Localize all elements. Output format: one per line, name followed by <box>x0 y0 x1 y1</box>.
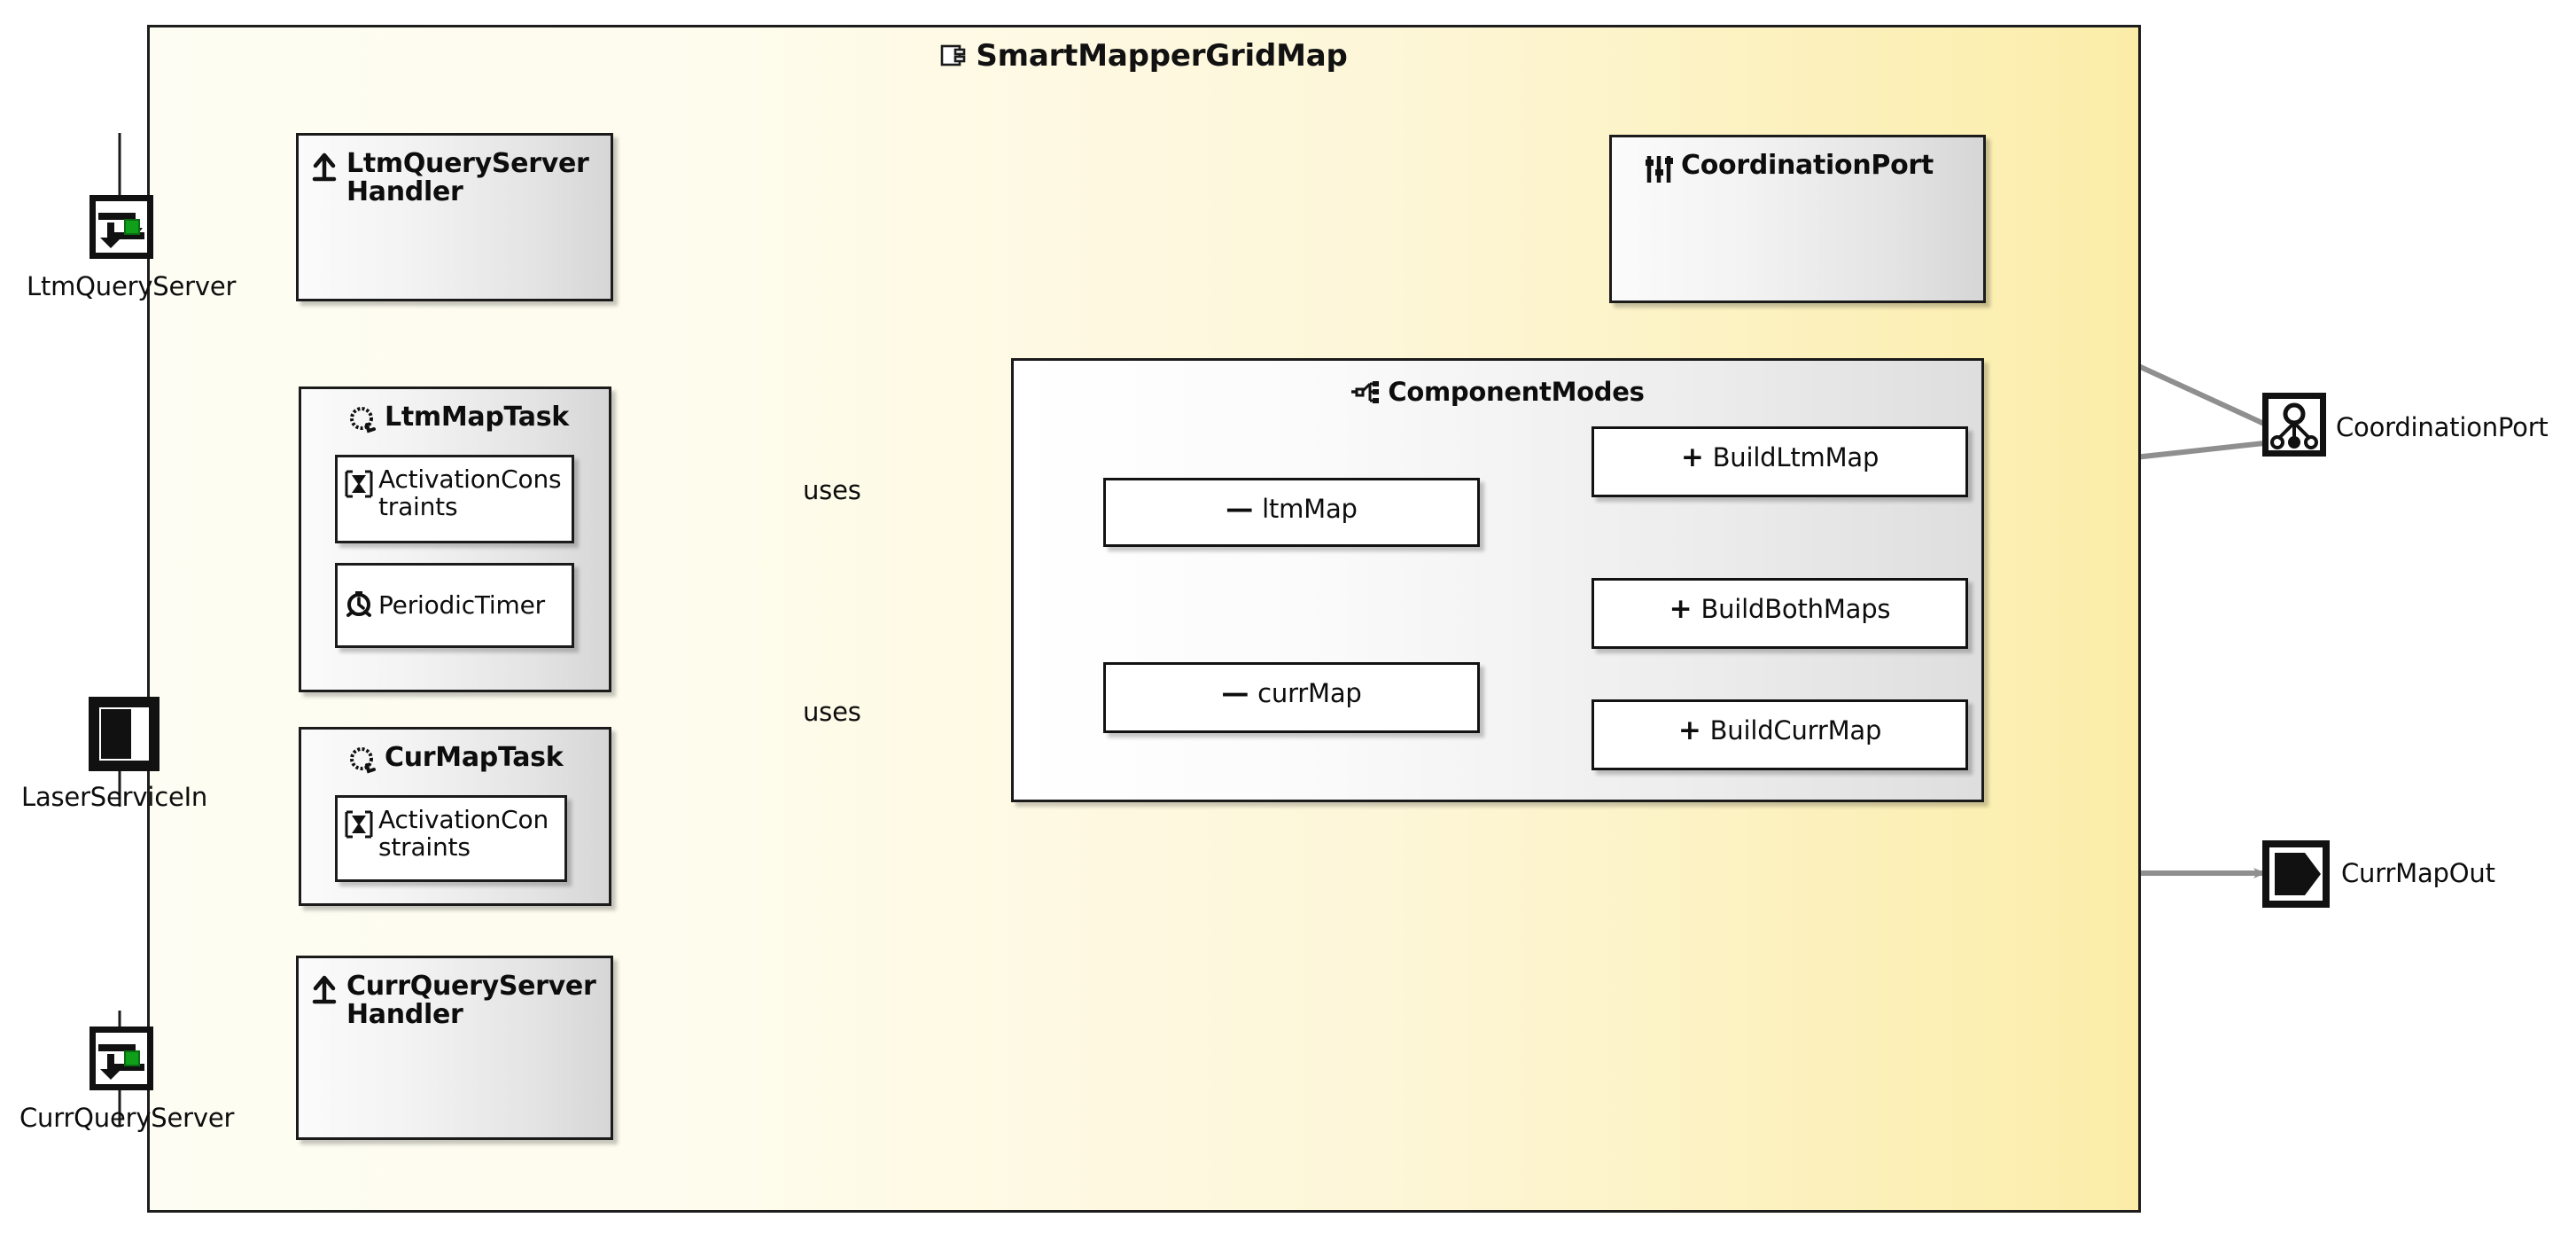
node-curr-query-server-handler[interactable]: CurrQueryServerHandler <box>296 956 613 1140</box>
mode-attribute-label: ltmMap <box>1262 494 1358 524</box>
node-label: LtmMapTask <box>385 402 569 433</box>
visibility-marker: + <box>1669 593 1693 625</box>
handler-arrow-icon <box>309 152 339 191</box>
port-laser-service-in[interactable] <box>89 697 160 771</box>
node-label: CoordinationPort <box>1681 150 1934 181</box>
port-label-ltm-query-server: LtmQueryServer <box>27 271 237 301</box>
member-activation-constraints[interactable]: ActivationConstraints <box>335 455 574 543</box>
node-ltm-map-task[interactable]: LtmMapTask ActivationConstraints Per <box>299 386 611 692</box>
component-modes-title: ComponentModes <box>1014 377 1981 410</box>
mode-operation-label: BuildBothMaps <box>1700 594 1891 624</box>
port-ltm-query-server[interactable] <box>89 194 154 260</box>
member-periodic-timer[interactable]: PeriodicTimer <box>335 563 574 648</box>
visibility-marker: + <box>1677 714 1701 746</box>
task-cycle-icon <box>347 745 377 779</box>
member-label: ActivationConstraints <box>378 464 562 521</box>
visibility-marker: — <box>1226 493 1254 525</box>
node-ltm-query-server-handler[interactable]: LtmQueryServerHandler <box>296 133 613 301</box>
state-tree-icon <box>1350 379 1381 410</box>
mode-operation-buildcurrmap[interactable]: + BuildCurrMap <box>1592 699 1968 770</box>
port-label-coordination-port: CoordinationPort <box>2336 412 2549 442</box>
edge-label-uses-curr: uses <box>803 697 861 727</box>
member-activation-constraints[interactable]: ActivationConstraints <box>335 795 567 882</box>
visibility-marker: + <box>1680 441 1704 473</box>
port-curr-map-out[interactable] <box>2262 840 2330 908</box>
clock-icon <box>345 589 373 621</box>
mode-operation-buildltmmap[interactable]: + BuildLtmMap <box>1592 426 1968 497</box>
task-cycle-icon <box>347 405 377 439</box>
handler-arrow-icon <box>309 974 339 1013</box>
node-coordination-port-box[interactable]: CoordinationPort <box>1609 135 1986 303</box>
edge-label-uses-ltm: uses <box>803 475 861 505</box>
port-curr-query-server[interactable] <box>89 1026 154 1091</box>
mode-attribute-label: currMap <box>1257 678 1362 708</box>
mode-operation-buildbothmaps[interactable]: +BuildBothMaps <box>1592 578 1968 649</box>
node-label: CurMapTask <box>385 742 564 773</box>
port-coordination-port[interactable] <box>2261 392 2327 457</box>
port-label-curr-map-out: CurrMapOut <box>2341 858 2495 888</box>
member-label: PeriodicTimer <box>378 589 545 620</box>
mode-attribute-ltmmap[interactable]: — ltmMap <box>1103 478 1480 547</box>
node-label: LtmQueryServerHandler <box>346 148 589 208</box>
group-component-modes: ComponentModes — ltmMap — currMap + BuildLt… <box>1011 358 1984 802</box>
hourglass-icon <box>345 470 373 502</box>
component-modes-title-text: ComponentModes <box>1388 377 1645 407</box>
hourglass-icon <box>345 810 373 842</box>
port-label-curr-query-server: CurrQueryServer <box>19 1103 235 1133</box>
node-cur-map-task[interactable]: CurMapTask ActivationConstraints <box>299 727 611 906</box>
mode-operation-label: BuildLtmMap <box>1712 442 1879 472</box>
mode-operation-label: BuildCurrMap <box>1709 715 1882 745</box>
component-icon <box>940 41 967 76</box>
sliders-icon <box>1644 153 1674 189</box>
page-title: SmartMapperGridMap <box>150 38 2138 76</box>
port-label-laser-service-in: LaserServiceIn <box>21 782 208 812</box>
member-label: ActivationConstraints <box>378 805 549 862</box>
node-label: CurrQueryServerHandler <box>346 971 596 1031</box>
component-title-text: SmartMapperGridMap <box>976 38 1348 74</box>
visibility-marker: — <box>1221 677 1249 709</box>
mode-attribute-currmap[interactable]: — currMap <box>1103 662 1480 733</box>
